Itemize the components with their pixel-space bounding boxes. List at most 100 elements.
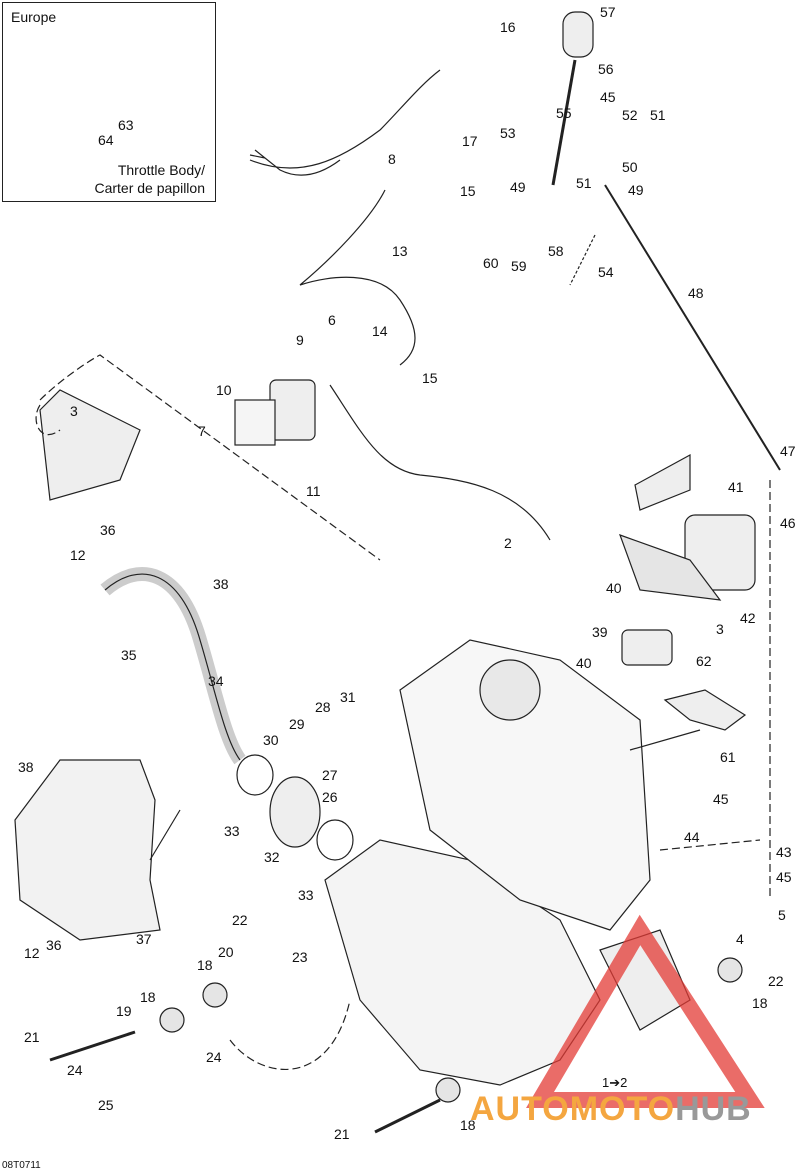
callout-c20: 20	[218, 944, 234, 960]
callout-c52: 52	[622, 107, 638, 123]
callout-c18a: 18	[197, 957, 213, 973]
callout-c24b: 24	[67, 1062, 83, 1078]
mount-18c	[717, 957, 743, 983]
callout-c23: 23	[292, 949, 308, 965]
europe-inset: Europe Throttle Body/ Carter de papillon	[2, 2, 216, 202]
ecm-bracket	[39, 389, 141, 501]
clamp-33a	[236, 754, 274, 796]
callout-c25: 25	[98, 1097, 114, 1113]
callout-c58: 58	[548, 243, 564, 259]
arrow-61	[629, 729, 701, 751]
callout-c12b: 12	[24, 945, 40, 961]
callout-c11: 11	[306, 483, 321, 499]
callout-c17: 17	[462, 133, 478, 149]
airbox-41	[684, 514, 756, 591]
callout-c14: 14	[372, 323, 388, 339]
callout-c46: 46	[780, 515, 796, 531]
boot-39	[621, 629, 673, 666]
cylinder-head	[479, 659, 541, 721]
callout-c18b: 18	[140, 989, 156, 1005]
callout-c7: 7	[198, 423, 206, 439]
callout-c56: 56	[598, 61, 614, 77]
callout-c38b: 38	[18, 759, 34, 775]
callout-c64: 64	[98, 132, 114, 148]
adapter-41	[619, 534, 722, 601]
callout-c30: 30	[263, 732, 279, 748]
callout-c48: 48	[688, 285, 704, 301]
callout-c33b: 33	[298, 887, 314, 903]
callout-c57: 57	[600, 4, 616, 20]
cable-13	[299, 189, 416, 366]
arrow-left-37	[149, 809, 181, 861]
callout-c6: 6	[328, 312, 336, 328]
callout-c44: 44	[684, 829, 700, 845]
callout-c36b: 36	[46, 937, 62, 953]
callout-c10: 10	[216, 382, 232, 398]
engine-block	[399, 639, 651, 931]
callout-c19: 19	[116, 1003, 132, 1019]
callout-c3a: 3	[70, 403, 78, 419]
callout-c45a: 45	[600, 89, 616, 105]
caption-english: Throttle Body/	[117, 162, 205, 178]
callout-c45c: 45	[776, 869, 792, 885]
callout-c39: 39	[592, 624, 608, 640]
drawing-code: 08T0711	[2, 1160, 41, 1171]
clamp-33b	[316, 819, 354, 861]
cable-48	[604, 184, 781, 471]
callout-c43: 43	[776, 844, 792, 860]
callout-c51a: 51	[650, 107, 666, 123]
throttle-cable	[249, 69, 441, 169]
callout-c47: 47	[780, 443, 796, 459]
callout-c37: 37	[136, 931, 152, 947]
spring-54	[569, 234, 596, 286]
callout-c55: 55	[556, 105, 572, 121]
caption-french: Carter de papillon	[94, 180, 205, 196]
callout-c62: 62	[696, 653, 712, 669]
callout-c59: 59	[511, 258, 527, 274]
callout-c34: 34	[208, 673, 224, 689]
bolt-21b	[374, 1098, 441, 1134]
callout-c40b: 40	[576, 655, 592, 671]
callout-c21a: 21	[24, 1029, 40, 1045]
watermark: AUTOMOTOHUB	[470, 1090, 752, 1129]
callout-c24a: 24	[206, 1049, 222, 1065]
callout-c13: 13	[392, 243, 408, 259]
gasket-10	[234, 399, 276, 446]
watermark-triangle	[526, 914, 765, 1108]
callout-c42: 42	[740, 610, 756, 626]
callout-c26: 26	[322, 789, 338, 805]
inset-region-label: Europe	[11, 9, 57, 25]
watermark-part2: HUB	[675, 1090, 752, 1128]
callout-c15b: 15	[422, 370, 438, 386]
callout-c49a: 49	[510, 179, 526, 195]
callout-c35: 35	[121, 647, 137, 663]
harness-top	[249, 149, 341, 176]
inset-caption: Throttle Body/ Carter de papillon	[94, 161, 205, 197]
watermark-part1: AUTOMOTO	[470, 1090, 676, 1128]
shield-41	[634, 453, 691, 511]
callout-c27: 27	[322, 767, 338, 783]
callout-c5: 5	[778, 907, 786, 923]
bracket-61	[663, 689, 747, 731]
spark-wire	[329, 384, 551, 541]
callout-c4: 4	[736, 931, 744, 947]
callout-c8: 8	[388, 151, 396, 167]
callout-c29: 29	[289, 716, 305, 732]
callout-c53: 53	[500, 125, 516, 141]
callout-c22b: 22	[768, 973, 784, 989]
callout-c22a: 22	[232, 912, 248, 928]
mount-18a	[202, 982, 228, 1008]
callout-c2: 2	[504, 535, 512, 551]
callout-c50: 50	[622, 159, 638, 175]
callout-c51b: 51	[576, 175, 592, 191]
callout-c60: 60	[483, 255, 499, 271]
callout-c61: 61	[720, 749, 736, 765]
dash-loop-left	[35, 354, 381, 561]
callout-c45b: 45	[713, 791, 729, 807]
callout-c3b: 3	[716, 621, 724, 637]
callout-c36a: 36	[100, 522, 116, 538]
guard-37	[14, 759, 161, 941]
callout-c28: 28	[315, 699, 331, 715]
mount-18b	[159, 1007, 185, 1033]
callout-c49b: 49	[628, 182, 644, 198]
